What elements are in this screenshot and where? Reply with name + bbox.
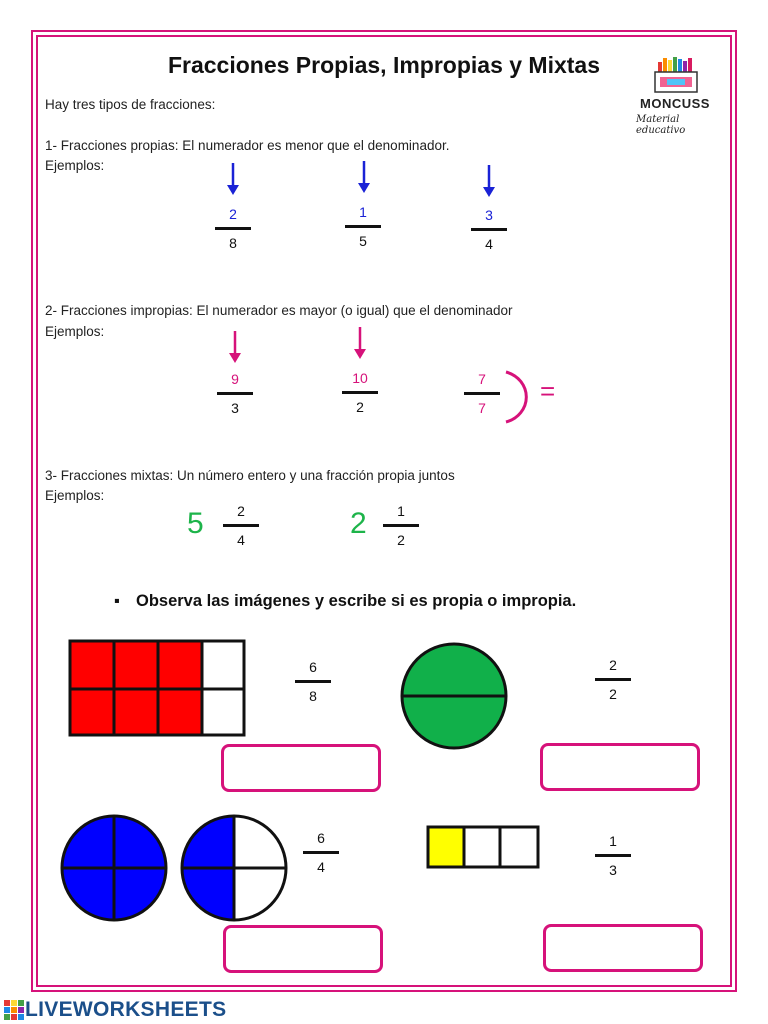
bar-figure [426,825,540,869]
fraction: 10 2 [335,369,385,416]
propias-ejemplos-label: Ejemplos: [45,158,105,173]
denominator: 2 [397,532,405,548]
bullet-icon: ▪ [114,592,120,610]
numerator: 6 [317,830,325,846]
exercise-instruction: Observa las imágenes y escribe si es pro… [136,592,577,610]
denominator: 4 [485,236,493,252]
logo-tagline: Material educativo [636,114,686,136]
impropias-heading: 2- Fracciones impropias: El numerador es… [45,303,513,318]
grid-figure [68,639,246,737]
mixtas-ejemplos-label: Ejemplos: [45,488,105,503]
page-border-outer [31,30,737,992]
numerator: 3 [485,207,493,223]
answer-input[interactable] [543,924,703,972]
denominator: 3 [609,862,617,878]
lws-logo-icon [4,1000,24,1020]
circles-figure [60,814,288,922]
liveworksheets-logo: LIVEWORKSHEETS [3,998,226,1022]
answer-input[interactable] [223,925,383,973]
numerator: 10 [352,370,368,386]
numerator: 9 [231,371,239,387]
numerator: 1 [397,503,405,519]
answer-input[interactable] [221,744,381,792]
propias-heading: 1- Fracciones propias: El numerador es m… [45,138,450,153]
numerator: 7 [478,371,486,387]
down-arrow-icon [483,165,495,197]
numerator: 2 [229,206,237,222]
bracket-icon [505,370,528,424]
denominator: 2 [609,686,617,702]
denominator: 3 [231,400,239,416]
down-arrow-icon [354,327,366,359]
denominator: 2 [356,399,364,415]
numerator: 6 [309,659,317,675]
denominator: 8 [229,235,237,251]
page-border-inner [36,35,732,987]
whole-number: 2 [350,507,367,540]
mixtas-heading: 3- Fracciones mixtas: Un número entero y… [45,468,455,483]
numerator: 1 [609,833,617,849]
denominator: 4 [237,532,245,548]
impropias-ejemplos-label: Ejemplos: [45,324,105,339]
logo-name: MONCUSS [640,96,710,111]
page-title: Fracciones Propias, Impropias y Mixtas [167,52,601,78]
circle-figure [400,642,508,750]
moncuss-logo: MONCUSS Material educativo [630,48,722,136]
equals-sign: = [540,376,556,406]
denominator: 8 [309,688,317,704]
numerator: 1 [359,204,367,220]
denominator: 7 [478,400,486,416]
numerator: 2 [237,503,245,519]
whole-number: 5 [187,507,204,540]
down-arrow-icon [229,331,241,363]
down-arrow-icon [227,163,239,195]
denominator: 4 [317,859,325,875]
answer-input[interactable] [540,743,700,791]
denominator: 5 [359,233,367,249]
intro-text: Hay tres tipos de fracciones: [45,97,216,112]
crayon-box-icon [654,57,698,93]
numerator: 2 [609,657,617,673]
down-arrow-icon [358,161,370,193]
brand-name: LIVEWORKSHEETS [25,998,227,1021]
